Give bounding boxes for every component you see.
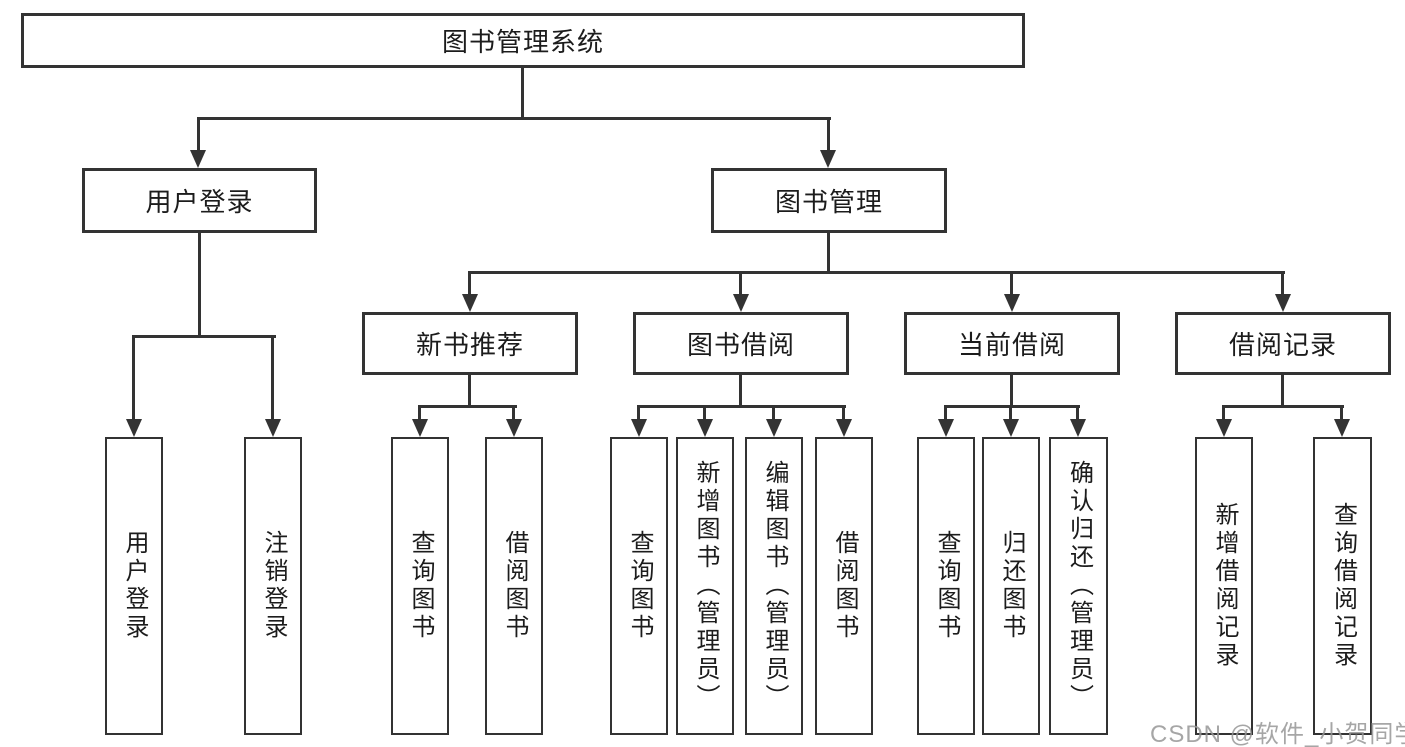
node-label: 用户登录 [145, 187, 254, 217]
connector-leaf-stem [512, 405, 515, 421]
node-label: 新增借阅记录 [1211, 502, 1238, 670]
connector-to-user-login [197, 117, 200, 153]
node-label: 当前借阅 [957, 330, 1066, 360]
arrowhead-down-icon [631, 419, 647, 437]
connector-book-management-stem [827, 233, 830, 274]
connector-user-login-stem [198, 233, 201, 338]
arrowhead-down-icon [1216, 419, 1232, 437]
node-label: 借阅记录 [1228, 330, 1337, 360]
connector-leaf-stem [772, 405, 775, 421]
connector-book-borrow-stem [739, 375, 742, 408]
arrowhead-down-icon [126, 419, 142, 437]
node-label: 归还图书 [998, 530, 1025, 642]
arrowhead-down-icon [938, 419, 954, 437]
connector-new-book-branch [418, 405, 517, 408]
arrowhead-down-icon [1004, 294, 1020, 312]
leaf-user-login: 用户登录 [105, 437, 163, 735]
leaf-query-book-2: 查询图书 [610, 437, 668, 735]
connector-leaf-stem [842, 405, 845, 421]
node-book-management: 图书管理 [711, 168, 947, 233]
connector-leaf-stem [1340, 405, 1343, 421]
connector-leaf-stem [703, 405, 706, 421]
node-label: 图书管理系统 [441, 27, 604, 57]
leaf-query-borrow-record: 查询借阅记录 [1313, 437, 1372, 735]
connector-to-current-borrow [1010, 271, 1013, 296]
node-label: 查询借阅记录 [1329, 502, 1357, 670]
arrowhead-down-icon [506, 419, 522, 437]
node-library-management-system: 图书管理系统 [21, 13, 1025, 68]
node-label: 借阅图书 [501, 530, 528, 642]
leaf-add-book-admin: 新增图书（管理员） [676, 437, 734, 735]
connector-leaf-stem [637, 405, 640, 421]
connector-root-branch [197, 117, 831, 120]
arrowhead-down-icon [820, 150, 836, 168]
connector-to-book-borrow [739, 271, 742, 296]
arrowhead-down-icon [190, 150, 206, 168]
node-label: 查询图书 [407, 530, 434, 642]
node-book-borrow: 图书借阅 [633, 312, 849, 375]
node-label: 查询图书 [626, 530, 653, 642]
connector-new-book-stem [468, 375, 471, 408]
leaf-borrow-book-2: 借阅图书 [815, 437, 873, 735]
leaf-confirm-return-admin: 确认归还（管理员） [1049, 437, 1108, 735]
leaf-add-borrow-record: 新增借阅记录 [1195, 437, 1253, 735]
connector-to-logout-leaf [271, 335, 274, 421]
arrowhead-down-icon [1003, 419, 1019, 437]
leaf-query-book-3: 查询图书 [917, 437, 975, 735]
arrowhead-down-icon [836, 419, 852, 437]
connector-to-new-book [468, 271, 471, 296]
node-label: 新增图书（管理员） [692, 460, 719, 712]
leaf-edit-book-admin: 编辑图书（管理员） [745, 437, 803, 735]
node-borrow-record: 借阅记录 [1175, 312, 1391, 375]
connector-to-book-management [827, 117, 830, 153]
csdn-watermark: CSDN @软件_小贺同学 [1150, 721, 1405, 747]
arrowhead-down-icon [265, 419, 281, 437]
arrowhead-down-icon [412, 419, 428, 437]
connector-root-stem [521, 68, 524, 120]
node-label: 用户登录 [121, 530, 148, 642]
arrowhead-down-icon [733, 294, 749, 312]
connector-user-login-branch [132, 335, 276, 338]
node-label: 编辑图书（管理员） [761, 460, 788, 712]
connector-current-borrow-stem [1010, 375, 1013, 408]
node-label: 确认归还（管理员） [1065, 460, 1093, 712]
leaf-borrow-book-1: 借阅图书 [485, 437, 543, 735]
connector-borrow-record-stem [1281, 375, 1284, 408]
arrowhead-down-icon [697, 419, 713, 437]
connector-current-borrow-branch [944, 405, 1080, 408]
connector-borrow-record-branch [1222, 405, 1344, 408]
arrowhead-down-icon [1070, 419, 1086, 437]
node-label: 借阅图书 [831, 530, 858, 642]
connector-book-management-branch [468, 271, 1285, 274]
node-label: 图书借阅 [686, 330, 795, 360]
connector-book-borrow-branch [637, 405, 846, 408]
node-label: 查询图书 [933, 530, 960, 642]
leaf-logout: 注销登录 [244, 437, 302, 735]
node-user-login: 用户登录 [82, 168, 317, 233]
connector-leaf-stem [944, 405, 947, 421]
arrowhead-down-icon [1275, 294, 1291, 312]
connector-leaf-stem [1076, 405, 1079, 421]
leaf-return-book: 归还图书 [982, 437, 1040, 735]
node-label: 新书推荐 [415, 330, 524, 360]
node-current-borrow: 当前借阅 [904, 312, 1120, 375]
node-label: 注销登录 [260, 530, 287, 642]
leaf-query-book-1: 查询图书 [391, 437, 449, 735]
node-label: 图书管理 [774, 187, 883, 217]
node-new-book-recommend: 新书推荐 [362, 312, 578, 375]
connector-to-borrow-record [1281, 271, 1284, 296]
connector-leaf-stem [418, 405, 421, 421]
connector-leaf-stem [1222, 405, 1225, 421]
connector-leaf-stem [1009, 405, 1012, 421]
arrowhead-down-icon [766, 419, 782, 437]
connector-to-user-login-leaf [132, 335, 135, 421]
arrowhead-down-icon [462, 294, 478, 312]
arrowhead-down-icon [1334, 419, 1350, 437]
